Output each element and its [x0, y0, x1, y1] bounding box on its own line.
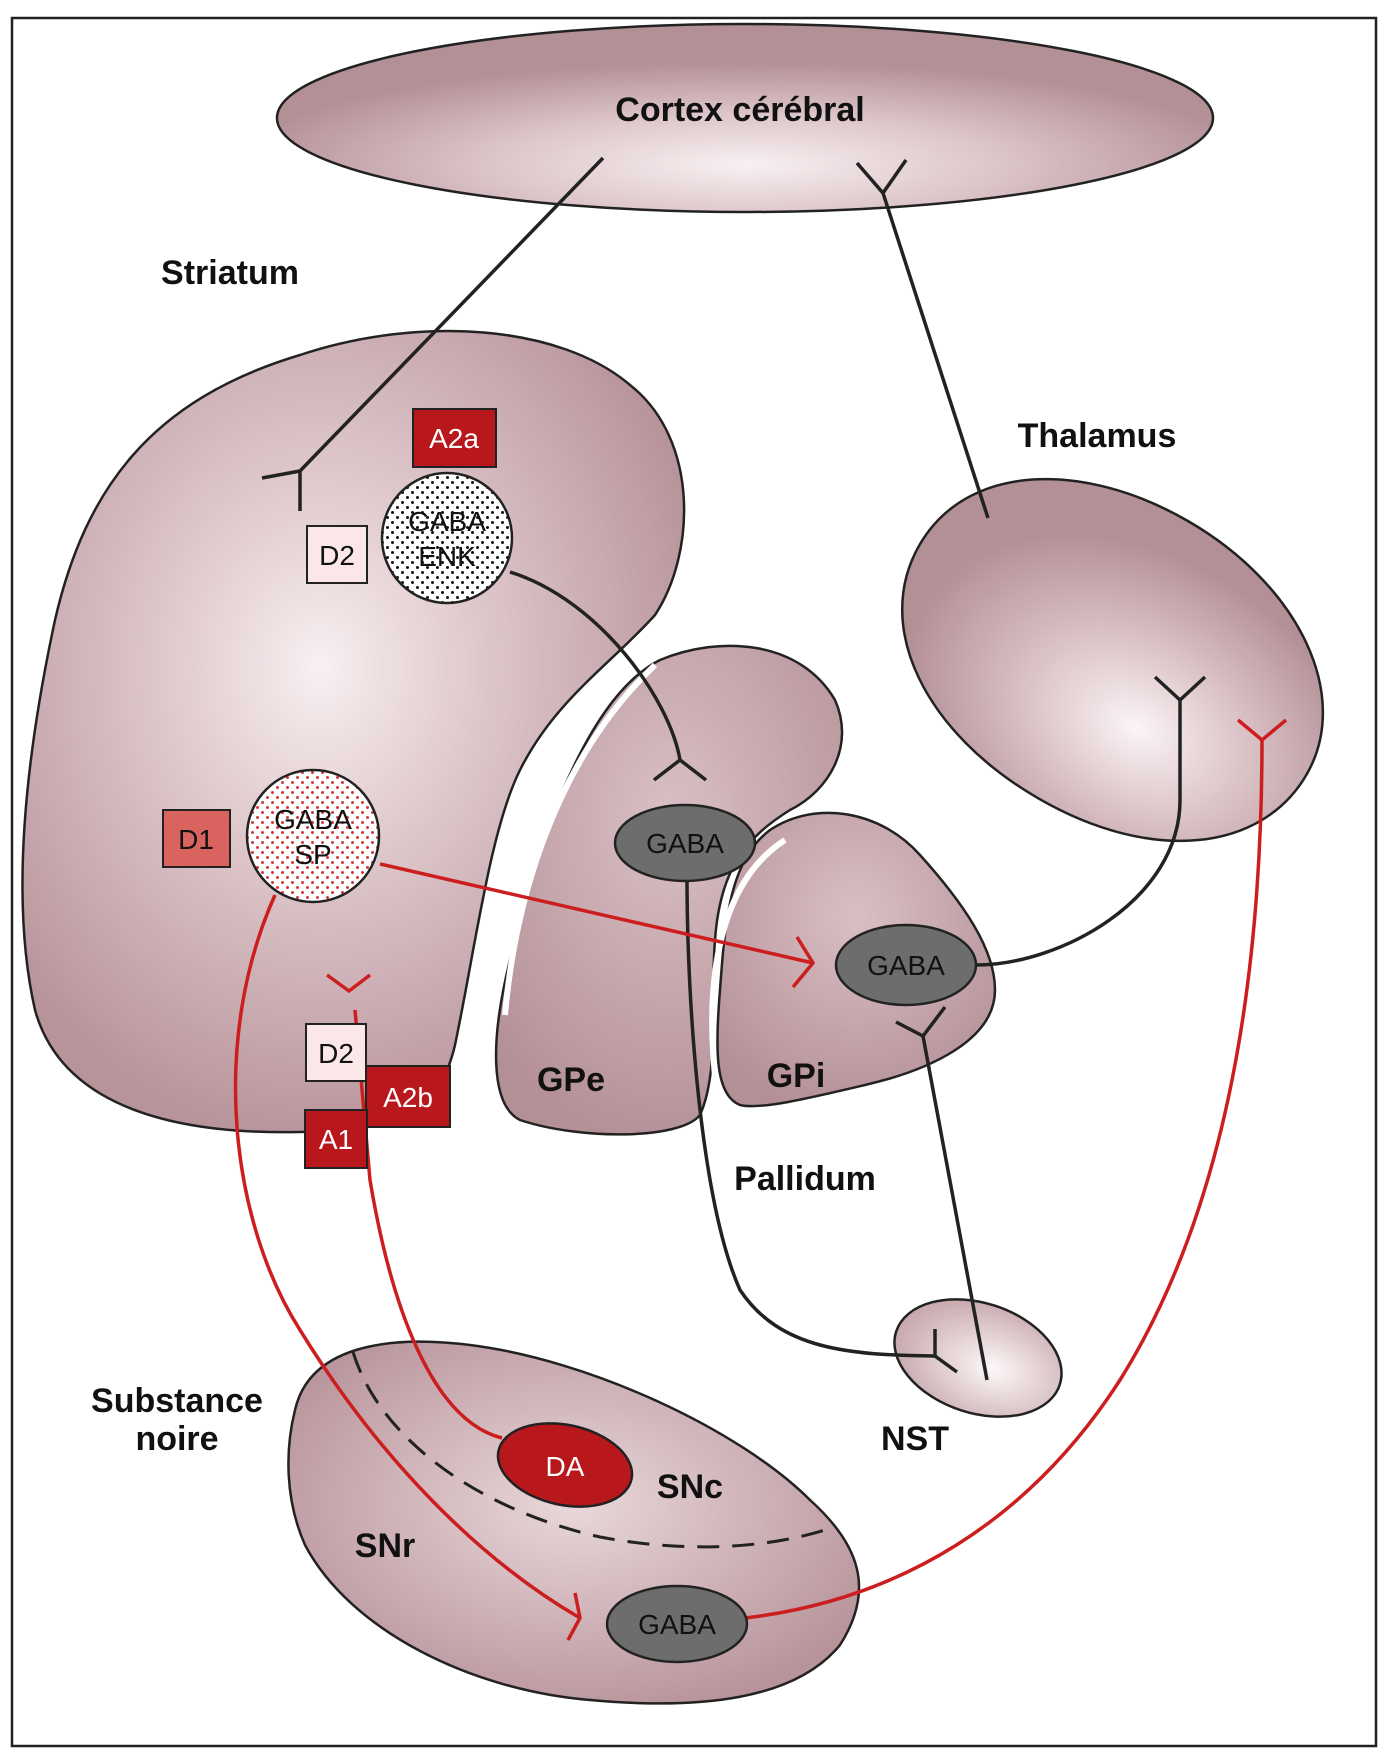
- red-pathways: [233, 718, 1288, 1641]
- receptor-a2a: A2a: [412, 408, 497, 468]
- thalamus-label: Thalamus: [1018, 417, 1177, 455]
- receptor-d2-bottom: D2: [305, 1023, 367, 1082]
- nst-label: NST: [881, 1420, 949, 1458]
- gaba-sp-label-2: SP: [294, 839, 331, 870]
- gpe-gaba-label: GABA: [646, 828, 724, 859]
- gpe-capsule-line: [502, 662, 658, 1016]
- substance-noire-label-2: noire: [135, 1420, 218, 1458]
- snr-gaba-neuron: GABA: [605, 1584, 749, 1664]
- da-label: DA: [546, 1451, 585, 1482]
- receptor-a1: A1: [304, 1109, 368, 1169]
- cortex-shape: [275, 22, 1215, 214]
- gaba-sp-label-1: GABA: [274, 804, 352, 835]
- gaba-enk-label-1: GABA: [408, 506, 486, 537]
- gpi-gaba-label: GABA: [867, 950, 945, 981]
- gpi-label: GPi: [767, 1057, 826, 1095]
- receptor-d1: D1: [162, 809, 231, 868]
- cortex-label: Cortex cérébral: [615, 91, 864, 129]
- gpi-gaba-neuron: GABA: [834, 923, 978, 1007]
- receptor-d1-label: D1: [178, 824, 214, 855]
- snc-boundary-dashed: [351, 1351, 826, 1549]
- snr-gaba-label: GABA: [638, 1609, 716, 1640]
- thalamus-shape: [901, 477, 1325, 843]
- snr-label: SNr: [355, 1527, 415, 1565]
- gpe-label: GPe: [537, 1061, 605, 1099]
- gpi-capsule-line: [709, 837, 787, 1086]
- striatum-label: Striatum: [161, 254, 299, 292]
- receptor-a2a-label: A2a: [429, 423, 479, 454]
- receptor-a2b-label: A2b: [383, 1082, 433, 1113]
- nst-shape: [893, 1298, 1063, 1418]
- excitatory-pathways: [261, 156, 1207, 1381]
- snc-label: SNc: [657, 1468, 723, 1506]
- substance-noire-label-1: Substance: [91, 1382, 263, 1420]
- gaba-sp-neuron: GABA SP: [245, 768, 381, 904]
- da-neuron: DA: [496, 1422, 634, 1508]
- gaba-enk-label-2: ENK: [418, 541, 476, 572]
- receptor-d2-top-label: D2: [319, 540, 355, 571]
- receptor-d2-bottom-label: D2: [318, 1038, 354, 1069]
- gaba-enk-neuron: GABA ENK: [380, 471, 514, 605]
- gpe-gaba-neuron: GABA: [613, 803, 757, 883]
- receptor-d2-top: D2: [306, 525, 368, 584]
- receptor-a1-label: A1: [319, 1124, 353, 1155]
- pallidum-label: Pallidum: [734, 1160, 876, 1198]
- receptor-a2b: A2b: [365, 1065, 451, 1128]
